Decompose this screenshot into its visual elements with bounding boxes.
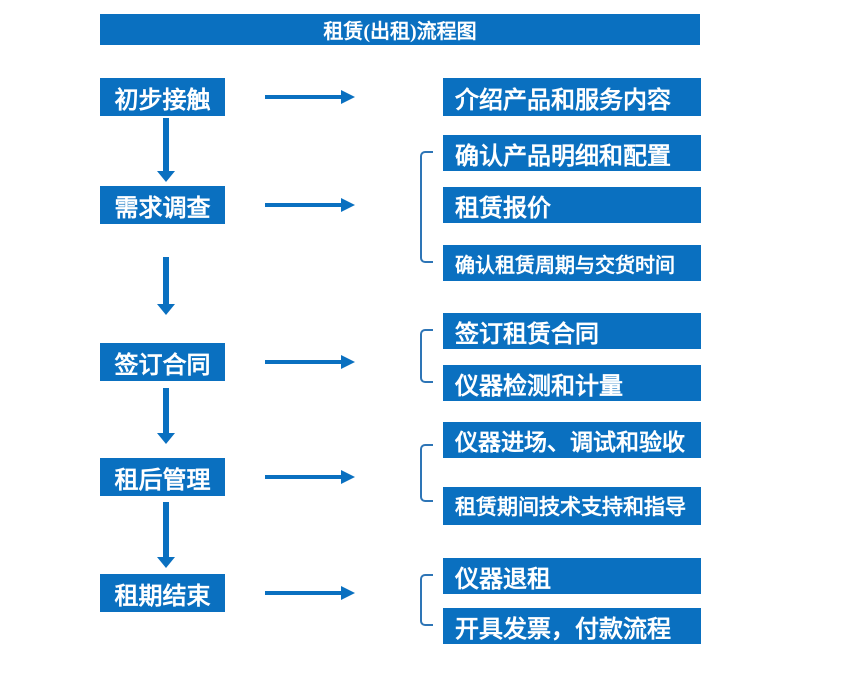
arrow-stem	[163, 502, 169, 558]
group-bracket	[420, 574, 433, 626]
detail-box-instrument-testing-measurement: 仪器检测和计量	[443, 365, 701, 401]
right-arrow-icon	[265, 90, 355, 104]
detail-box-introduce-products-services: 介绍产品和服务内容	[443, 78, 701, 116]
detail-box-instrument-return: 仪器退租	[443, 558, 701, 594]
group-bracket	[420, 151, 433, 263]
step-box-initial-contact: 初步接触	[100, 78, 225, 116]
down-arrow-icon	[157, 502, 175, 568]
arrow-head	[341, 90, 355, 104]
detail-box-instrument-entry-debug-acceptance: 仪器进场、调试和验收	[443, 422, 701, 458]
step-box-sign-contract: 签订合同	[100, 343, 225, 381]
step-box-post-rental-management: 租后管理	[100, 458, 225, 496]
arrow-stem	[265, 591, 342, 595]
arrow-head	[157, 433, 175, 444]
right-arrow-icon	[265, 355, 355, 369]
detail-box-sign-rental-contract: 签订租赁合同	[443, 313, 701, 349]
arrow-head	[341, 586, 355, 600]
detail-box-rental-quotation: 租赁报价	[443, 187, 701, 223]
arrow-stem	[163, 118, 169, 172]
step-box-rental-end: 租期结束	[100, 574, 225, 612]
arrow-head	[157, 304, 175, 315]
down-arrow-icon	[157, 257, 175, 315]
detail-box-rental-tech-support: 租赁期间技术支持和指导	[443, 487, 701, 525]
arrow-head	[157, 557, 175, 568]
detail-box-confirm-rental-period-delivery: 确认租赁周期与交货时间	[443, 245, 701, 281]
down-arrow-icon	[157, 388, 175, 444]
arrow-stem	[265, 360, 342, 364]
arrow-stem	[265, 475, 342, 479]
arrow-head	[341, 198, 355, 212]
arrow-head	[341, 355, 355, 369]
arrow-stem	[163, 388, 169, 434]
right-arrow-icon	[265, 198, 355, 212]
arrow-stem	[265, 95, 342, 99]
down-arrow-icon	[157, 118, 175, 182]
detail-box-confirm-product-details-config: 确认产品明细和配置	[443, 135, 701, 171]
group-bracket	[420, 329, 433, 383]
right-arrow-icon	[265, 586, 355, 600]
right-arrow-icon	[265, 470, 355, 484]
group-bracket	[420, 444, 433, 502]
flowchart-title: 租赁(出租)流程图	[100, 14, 700, 45]
arrow-head	[341, 470, 355, 484]
detail-box-invoice-payment: 开具发票，付款流程	[443, 608, 701, 644]
arrow-head	[157, 171, 175, 182]
step-box-demand-survey: 需求调查	[100, 186, 225, 224]
arrow-stem	[265, 203, 342, 207]
arrow-stem	[163, 257, 169, 305]
